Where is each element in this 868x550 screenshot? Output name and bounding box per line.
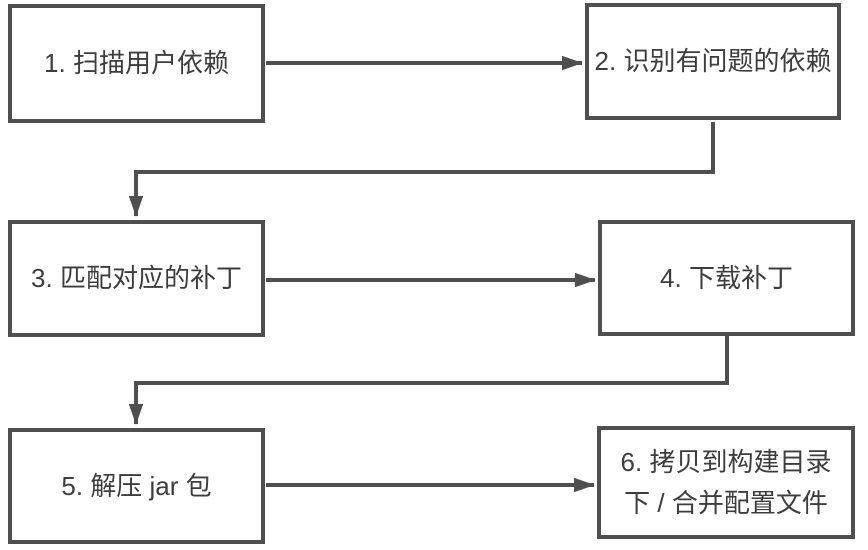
step-1-label: 1. 扫描用户依赖 (44, 48, 229, 79)
step-box-4: 4. 下载补丁 (598, 220, 855, 336)
step-box-1: 1. 扫描用户依赖 (8, 4, 265, 123)
arrow-step4-to-step5 (128, 336, 729, 425)
step-4-label: 4. 下载补丁 (660, 262, 793, 293)
step-5-label: 5. 解压 jar 包 (61, 470, 212, 501)
arrow-step2-to-step3 (128, 122, 715, 217)
step-box-5: 5. 解压 jar 包 (8, 428, 265, 544)
step-6-label: 6. 拷贝到构建目录下 / 合并配置文件 (620, 447, 832, 518)
step-3-label: 3. 匹配对应的补丁 (31, 263, 242, 294)
step-2-label: 2. 识别有问题的依赖 (594, 46, 832, 77)
step-box-3: 3. 匹配对应的补丁 (8, 220, 265, 337)
step-box-2: 2. 识别有问题的依赖 (585, 3, 841, 120)
step-box-6: 6. 拷贝到构建目录下 / 合并配置文件 (597, 426, 855, 539)
